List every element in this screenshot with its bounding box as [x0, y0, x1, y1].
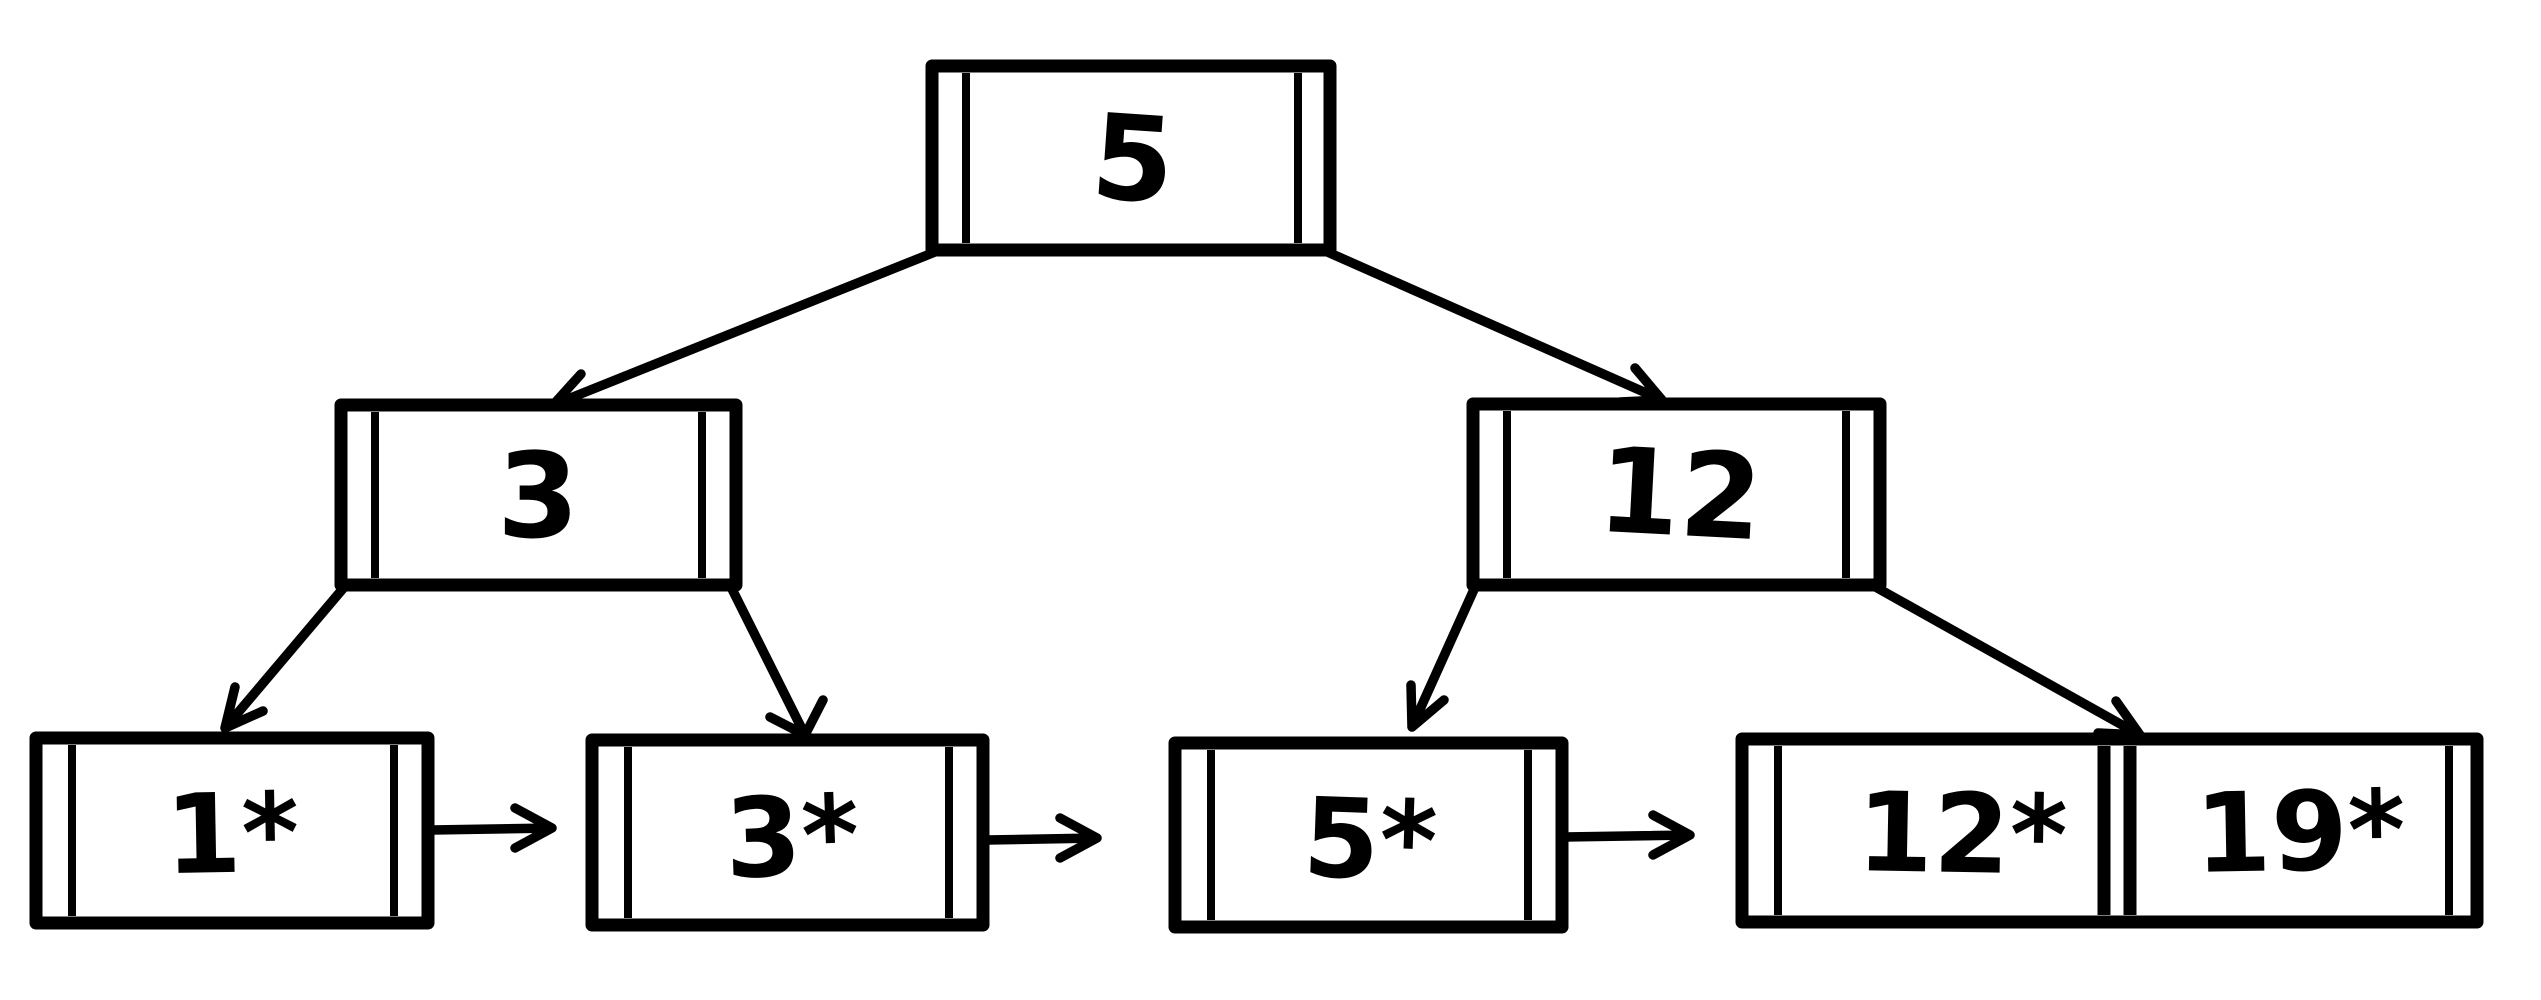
internal-node-right: 12 [1466, 397, 1887, 592]
leaf-node-box [585, 733, 990, 932]
leaf-link-arrow-3-to-5 [982, 813, 1102, 863]
leaf-node-box [29, 731, 435, 930]
internal-node-left: 3 [334, 398, 743, 592]
edge-root-to-right-child [1318, 245, 1667, 407]
edge-root-to-left-child [548, 247, 940, 413]
internal-node-box [334, 398, 743, 592]
leaf-key-label: 5* [1301, 774, 1439, 907]
internal-key-label: 12 [1594, 421, 1765, 567]
leaf-key-label: 1* [164, 769, 300, 899]
leaf-node-12-19: 12* 19* [1735, 732, 2484, 929]
leaf-node-box [1168, 736, 1569, 934]
root-node-box [925, 59, 1337, 257]
leaf-key-label: 12* [1856, 768, 2069, 900]
internal-key-label: 3 [497, 427, 579, 565]
internal-node-box [1466, 397, 1887, 592]
leaf-node-1: 1* [29, 731, 435, 930]
leaf-node-5: 5* [1168, 736, 1569, 934]
edge-right-internal-to-leaf-12-19 [1867, 580, 2145, 740]
edge-left-internal-to-leaf-3 [725, 580, 828, 740]
edge-left-internal-to-leaf-1 [220, 580, 351, 733]
root-node: 5 [925, 59, 1337, 257]
leaf-key-label: 3* [723, 771, 861, 904]
leaf-node-3: 3* [585, 733, 990, 932]
root-key-label: 5 [1087, 87, 1179, 230]
leaf-link-arrow-5-to-12 [1560, 810, 1695, 860]
leaf-link-arrow-1-to-3 [427, 803, 557, 853]
leaf-key-label: 19* [2194, 766, 2407, 898]
edge-right-internal-to-leaf-5 [1406, 580, 1481, 732]
